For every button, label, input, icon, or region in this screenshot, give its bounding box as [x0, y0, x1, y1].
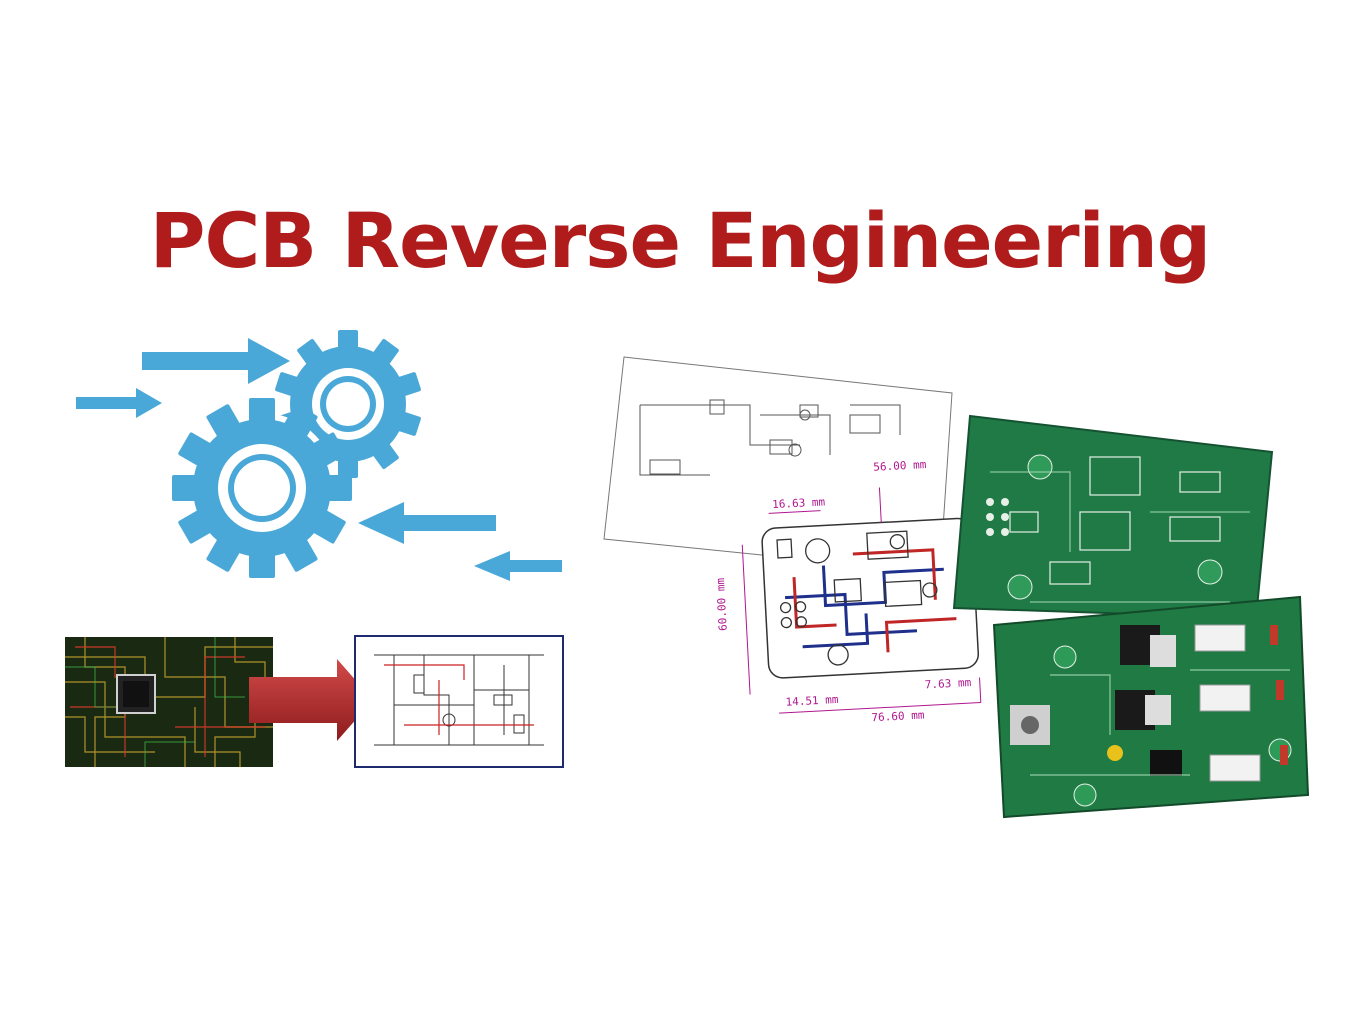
dim-label: 14.51 mm: [785, 693, 839, 709]
dim-label: 56.00 mm: [873, 458, 927, 474]
gear-icon: [172, 398, 352, 578]
pcb-photo: [65, 637, 273, 767]
page-title: PCB Reverse Engineering: [149, 196, 1211, 285]
arrow-right-icon: [76, 388, 162, 418]
schematic-diagram: [354, 635, 564, 768]
big-red-arrow-icon: [249, 659, 373, 741]
arrow-right-icon: [142, 338, 290, 384]
pcb-layout-drawing: 16.63 mm 56.00 mm 60.00 mm 7.63 mm 14.51…: [714, 458, 982, 724]
dim-label: 76.60 mm: [871, 708, 925, 724]
arrow-left-icon: [358, 502, 496, 544]
dim-label: 16.63 mm: [772, 495, 826, 511]
gears-illustration: [76, 330, 562, 581]
dim-label: 60.00 mm: [714, 577, 730, 631]
arrow-left-icon: [474, 551, 562, 581]
populated-pcb-board: [992, 595, 1310, 819]
dim-label: 7.63 mm: [924, 676, 971, 691]
bare-pcb-board: [952, 414, 1274, 620]
